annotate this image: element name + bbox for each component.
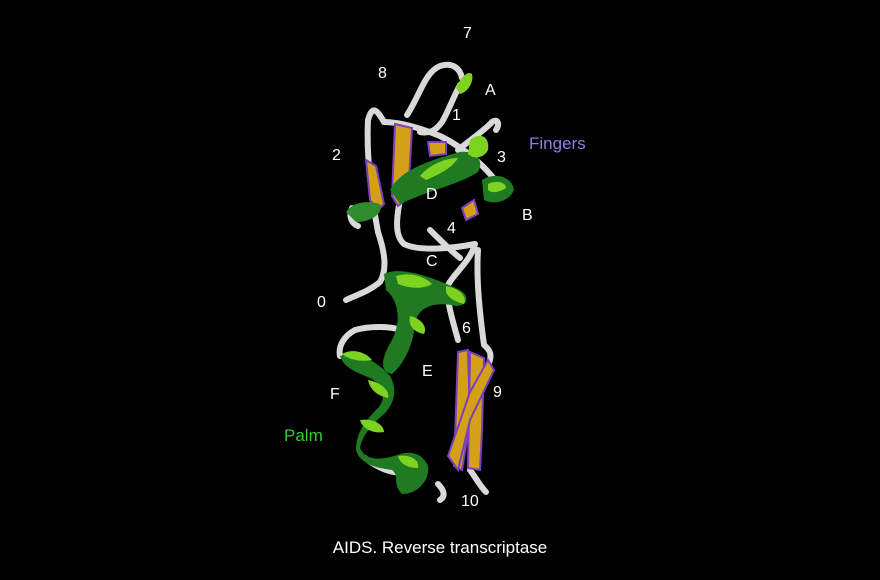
helix-f-highlight (398, 455, 419, 468)
coil-segment (474, 247, 494, 368)
label-2: 2 (332, 147, 341, 164)
label-1: 1 (452, 107, 461, 124)
label-d: D (426, 186, 438, 203)
region-label-palm: Palm (284, 426, 323, 445)
coil-segment (381, 119, 503, 191)
beta-strand (364, 158, 386, 212)
helix-a (456, 72, 473, 94)
helix-f (340, 354, 429, 494)
helix-f-highlight (368, 380, 389, 398)
label-10: 10 (461, 493, 479, 510)
beta-strand (460, 198, 480, 222)
helix-small (346, 202, 381, 222)
coil-segment (427, 227, 463, 261)
figure-caption: AIDS. Reverse transcriptase (332, 538, 548, 557)
label-9: 9 (493, 384, 502, 401)
coil-segment (394, 197, 478, 252)
label-b: B (522, 207, 533, 224)
label-7: 7 (463, 25, 472, 42)
coil-segment (455, 117, 502, 153)
helix-e-highlight (409, 316, 426, 334)
label-3: 3 (497, 149, 506, 166)
helix-f-highlight (342, 351, 372, 361)
label-6: 6 (462, 320, 471, 337)
label-a: A (485, 82, 496, 99)
helix-e (383, 271, 467, 374)
helix-group (340, 72, 514, 494)
helix-e-highlight (396, 274, 432, 288)
coil-segment (467, 467, 489, 495)
coil-segment (336, 324, 405, 359)
label-f: F (330, 386, 340, 403)
label-8: 8 (378, 65, 387, 82)
helix-f-highlight (360, 419, 384, 433)
beta-strand (426, 141, 447, 158)
label-e: E (422, 363, 433, 380)
label-4: 4 (447, 220, 456, 237)
helix-e-highlight (446, 286, 465, 304)
coil-segment (404, 61, 465, 118)
coil-segment (343, 229, 388, 303)
label-0: 0 (317, 294, 326, 311)
helix-d-highlight (420, 158, 458, 180)
helix-b-highlight (488, 181, 506, 193)
beta-strand (446, 358, 496, 473)
label-c: C (426, 253, 438, 270)
helix-d-turn (468, 135, 489, 158)
region-label-fingers: Fingers (529, 134, 586, 153)
helix-d (390, 151, 481, 204)
coil-segment (435, 481, 447, 503)
